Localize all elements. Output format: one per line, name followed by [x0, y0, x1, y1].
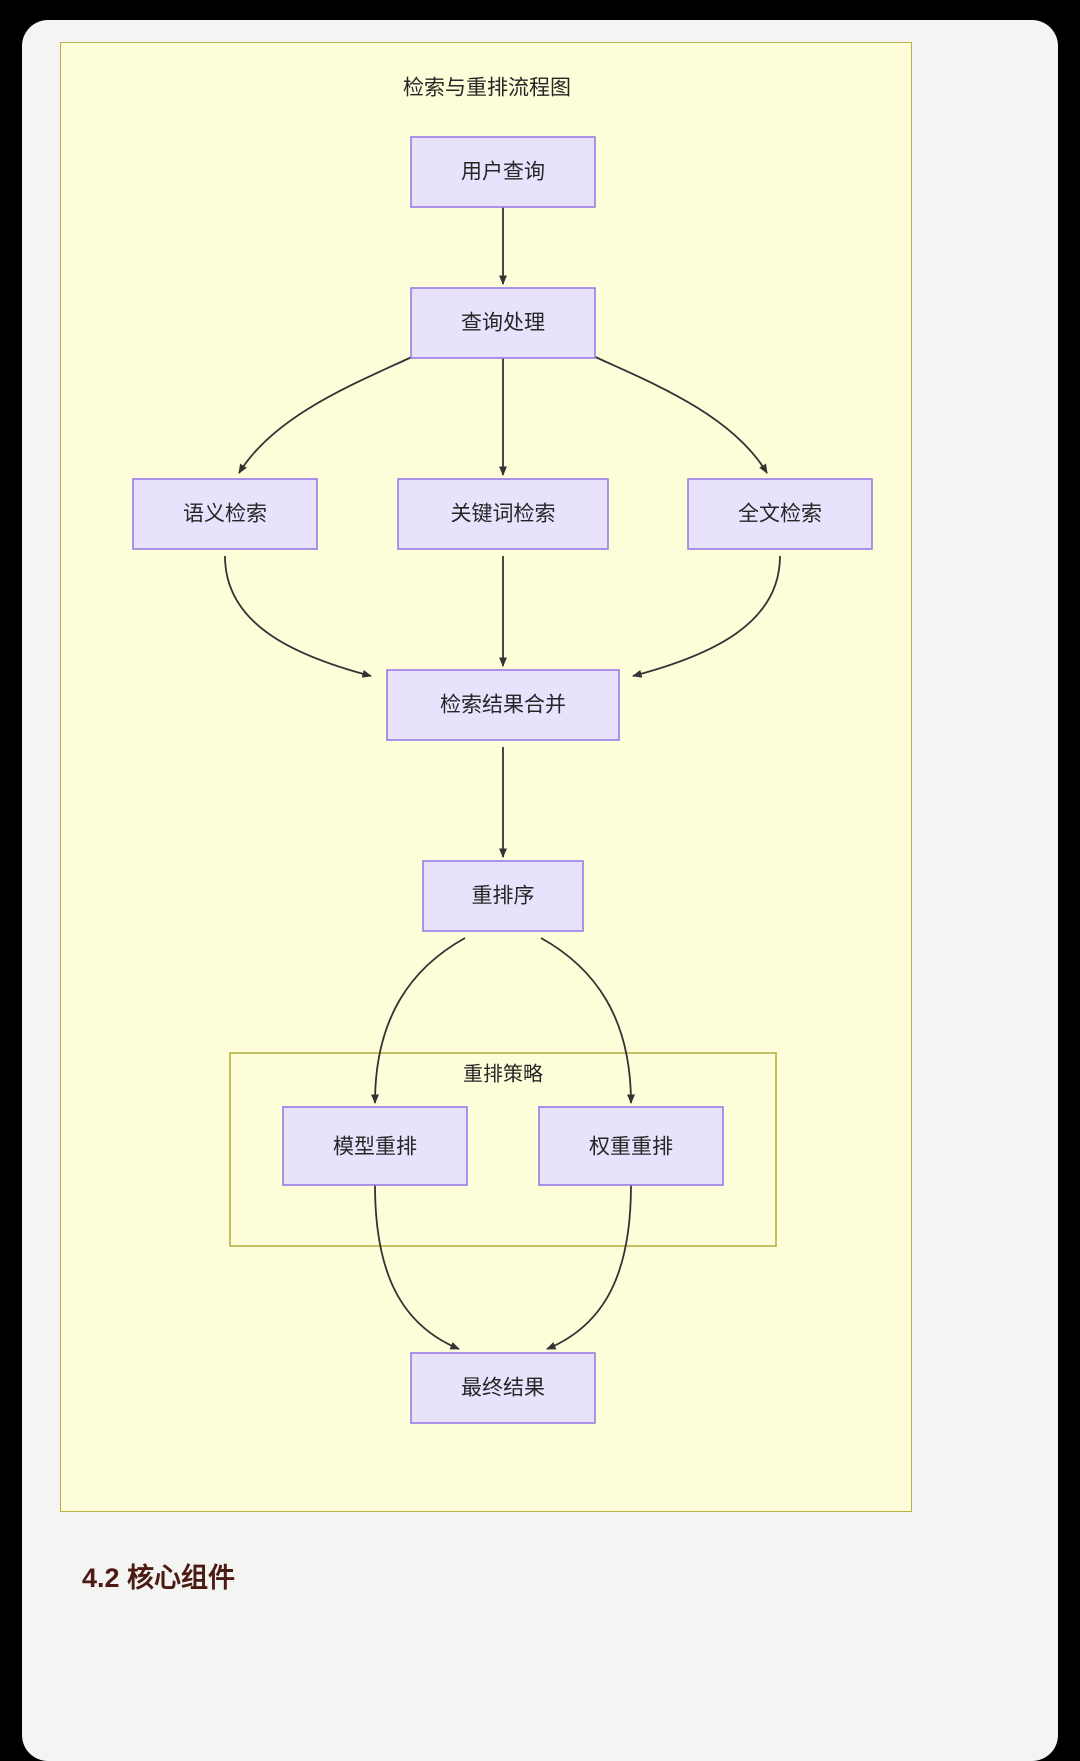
node-merge-results-box[interactable]: [386, 669, 620, 741]
node-query-process-box[interactable]: [410, 287, 596, 359]
document-card: 检索与重排流程图 重排策略: [22, 20, 1058, 1761]
node-fulltext-search[interactable]: 全文检索: [687, 478, 873, 550]
node-semantic-search-box[interactable]: [132, 478, 318, 550]
node-final-result[interactable]: 最终结果: [410, 1352, 596, 1424]
node-model-rerank[interactable]: 模型重排: [282, 1106, 468, 1186]
flowchart-frame: 检索与重排流程图 重排策略: [60, 42, 912, 1512]
node-rerank[interactable]: 重排序: [422, 860, 584, 932]
node-keyword-search-label: 关键词检索: [451, 503, 556, 526]
flowchart-edges: [224, 178, 781, 1350]
node-weight-rerank[interactable]: 权重重排: [538, 1106, 724, 1186]
node-user-query[interactable]: 用户查询: [410, 136, 596, 208]
node-rerank-box[interactable]: [422, 860, 584, 932]
section-heading-core-components: 4.2 核心组件: [82, 1563, 236, 1593]
node-user-query-box[interactable]: [410, 136, 596, 208]
node-keyword-search-box[interactable]: [397, 478, 609, 550]
node-semantic-search[interactable]: 语义检索: [132, 478, 318, 550]
node-merge-results[interactable]: 检索结果合并: [386, 669, 620, 741]
edge-rerank-to-weight-rerank: [540, 937, 635, 1104]
node-rerank-label: 重排序: [472, 885, 535, 908]
node-final-result-box[interactable]: [410, 1352, 596, 1424]
edge-query-process-to-fulltext-search: [590, 354, 768, 474]
node-merge-results-label: 检索结果合并: [440, 694, 566, 717]
node-model-rerank-box[interactable]: [282, 1106, 468, 1186]
edge-weight-rerank-to-final-result: [546, 1184, 632, 1350]
flowchart-canvas: 检索与重排流程图 重排策略: [132, 77, 873, 1424]
node-user-query-label: 用户查询: [461, 161, 545, 184]
cluster-rerank-strategy-label: 重排策略: [463, 1062, 543, 1085]
node-query-process-label: 查询处理: [461, 312, 545, 335]
edge-model-rerank-to-final-result: [374, 1184, 460, 1350]
edge-semantic-search-to-merge-results: [224, 555, 372, 678]
edge-query-process-to-semantic-search: [238, 354, 417, 474]
node-weight-rerank-box[interactable]: [538, 1106, 724, 1186]
node-model-rerank-label: 模型重排: [333, 1136, 417, 1159]
node-fulltext-search-label: 全文检索: [738, 503, 822, 526]
node-semantic-search-label: 语义检索: [183, 503, 267, 526]
edge-rerank-to-model-rerank: [371, 937, 466, 1104]
node-weight-rerank-label: 权重重排: [589, 1136, 673, 1159]
edge-fulltext-search-to-merge-results: [632, 555, 781, 678]
node-query-process[interactable]: 查询处理: [410, 287, 596, 359]
node-fulltext-search-box[interactable]: [687, 478, 873, 550]
node-keyword-search[interactable]: 关键词检索: [397, 478, 609, 550]
node-final-result-label: 最终结果: [461, 1377, 545, 1400]
flowchart-title: 检索与重排流程图: [403, 77, 571, 100]
